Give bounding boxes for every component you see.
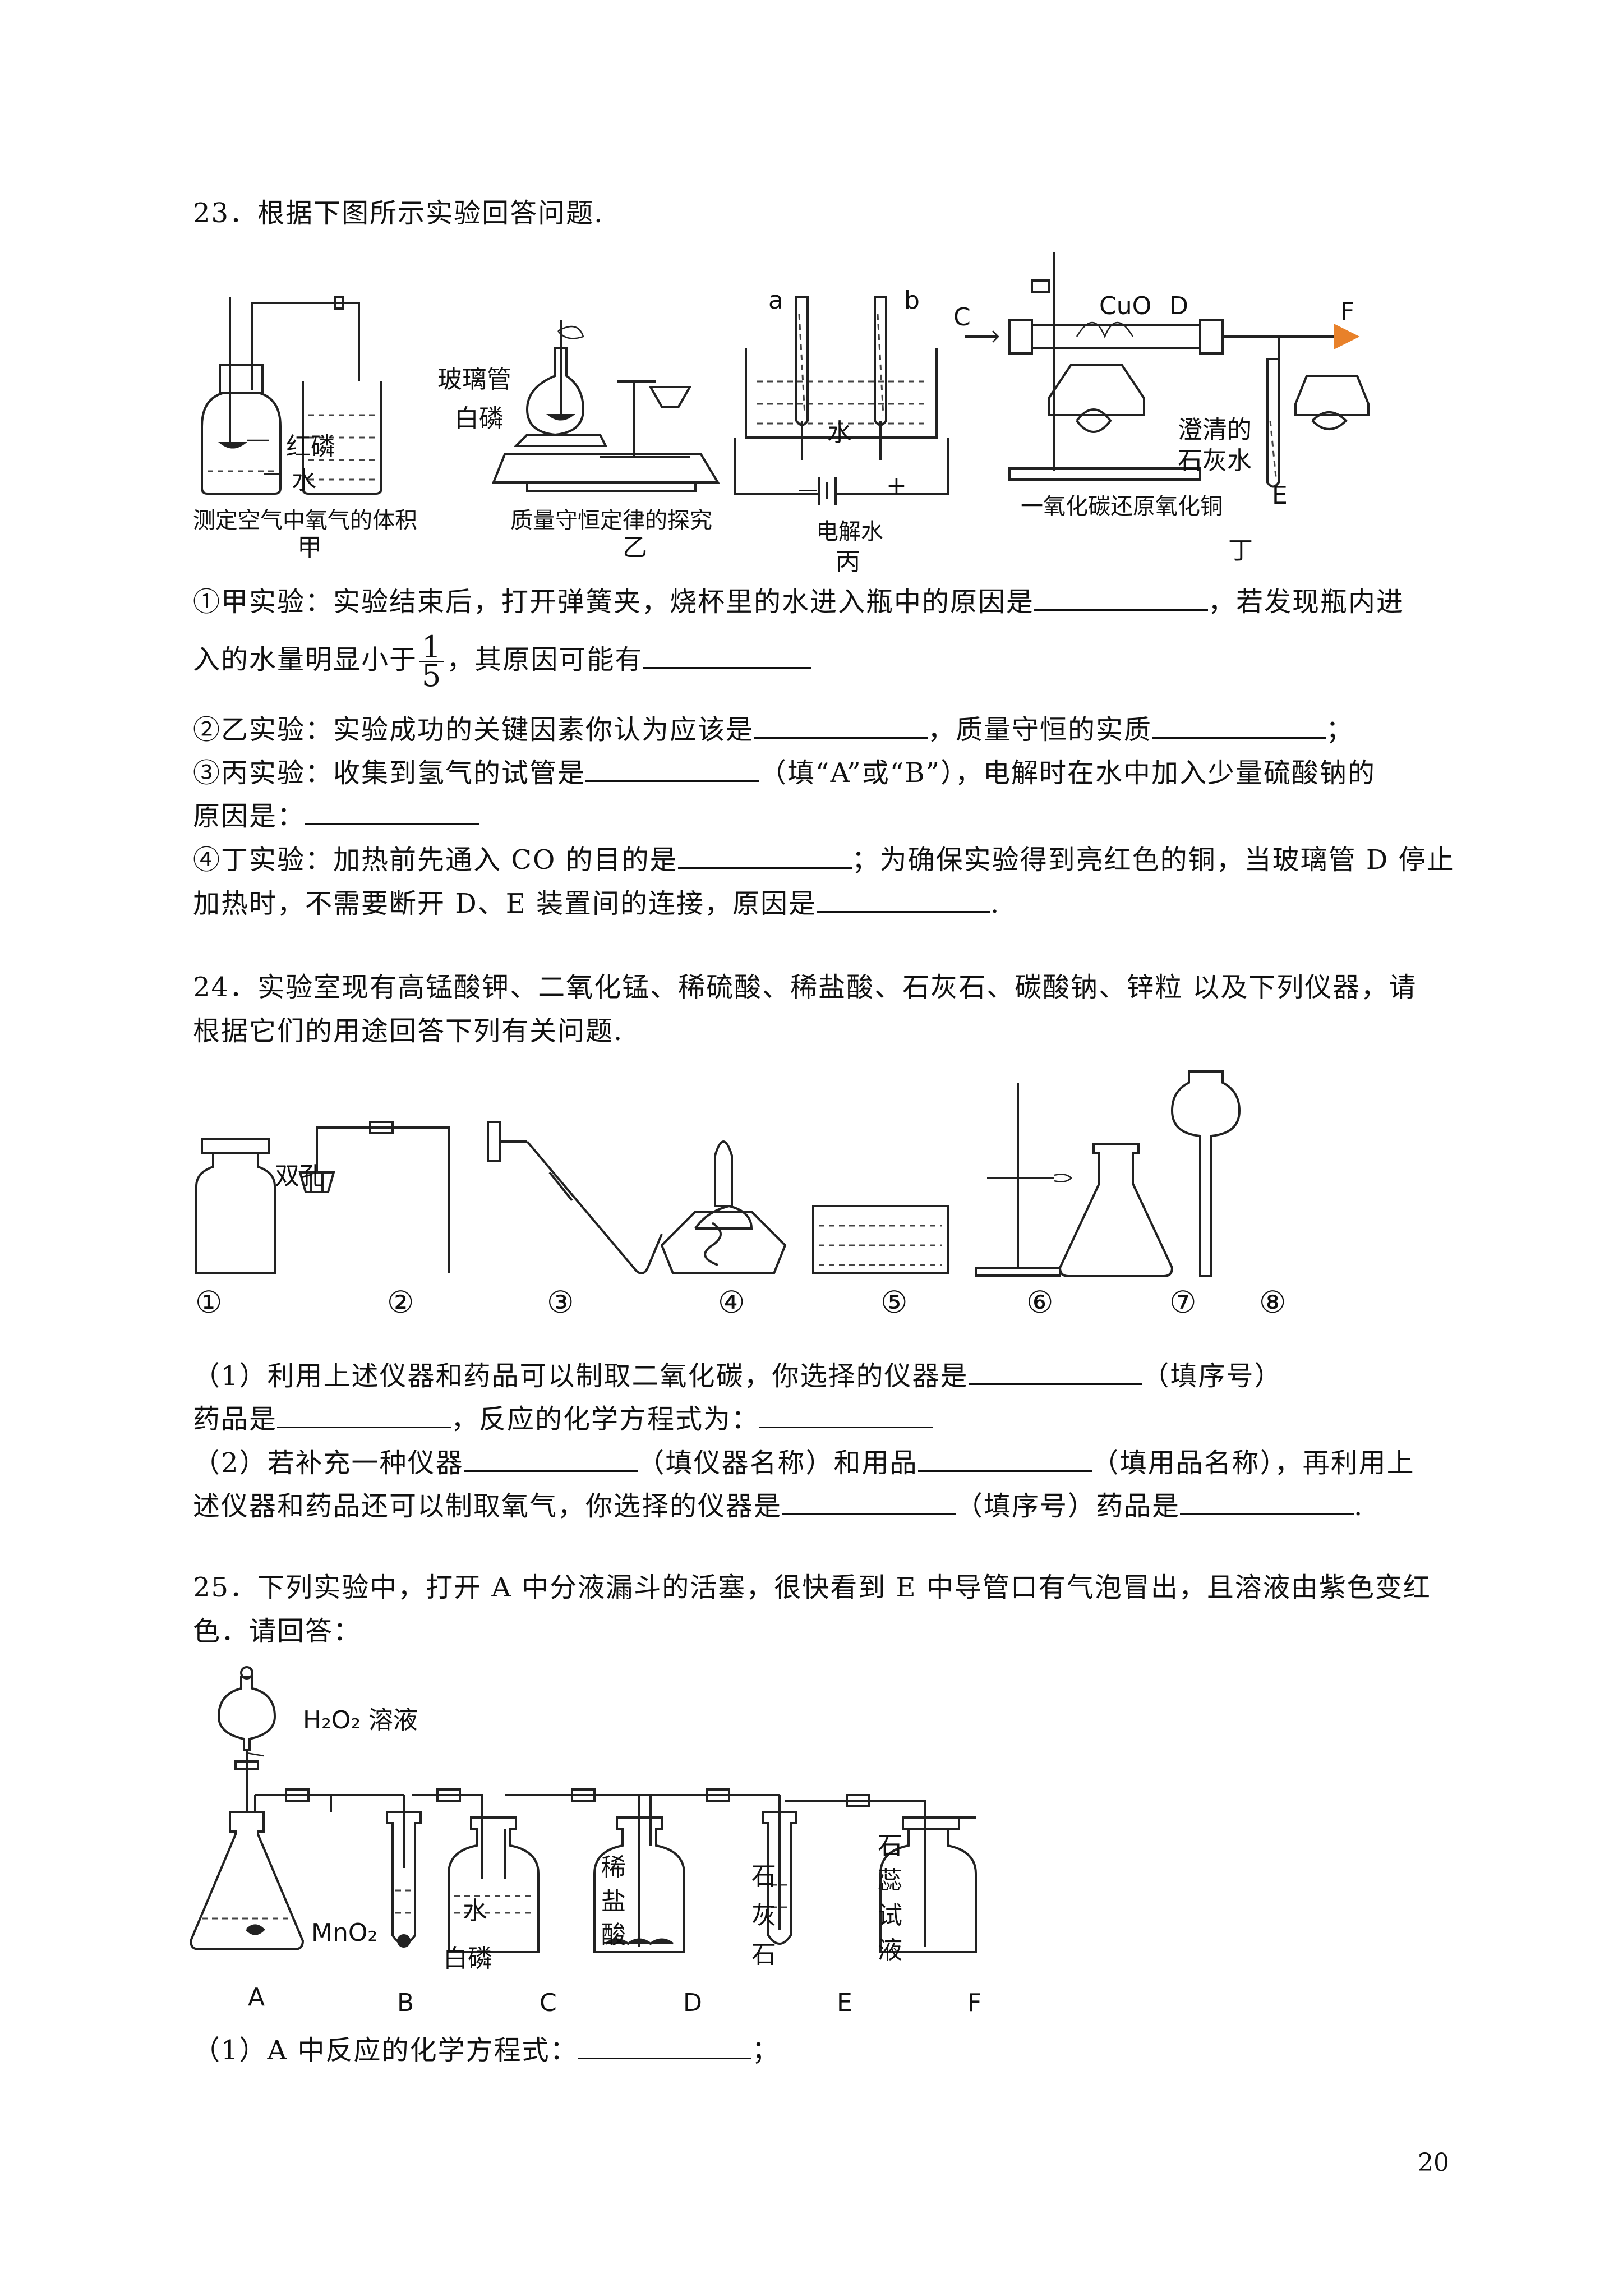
answer-blank[interactable] bbox=[677, 841, 852, 869]
q24-part1-line2: 药品是，反应的化学方程式为： bbox=[193, 1401, 934, 1436]
label-water-bing: 水 bbox=[827, 418, 852, 447]
answer-blank[interactable] bbox=[578, 2032, 752, 2059]
label-C: C bbox=[540, 1989, 557, 2017]
answer-blank[interactable] bbox=[305, 798, 479, 825]
label-limewater-1: 澄清的 bbox=[1178, 416, 1252, 444]
label-D: D bbox=[683, 1989, 702, 2017]
name-jia: 甲 bbox=[297, 533, 322, 562]
label-limestone: 石灰石 bbox=[751, 1862, 776, 1969]
label-cuo: CuO bbox=[1099, 292, 1152, 320]
q23-item4-line2: 加热时，不需要断开 D、E 装置间的连接，原因是. bbox=[193, 885, 1000, 921]
label-water-jia: 水 bbox=[292, 466, 316, 495]
label-h2o2-solution: H₂O₂ 溶液 bbox=[303, 1706, 418, 1734]
label-mno2: MnO₂ bbox=[311, 1918, 378, 1947]
answer-blank[interactable] bbox=[759, 1401, 934, 1428]
fig-jia-apparatus bbox=[201, 296, 382, 495]
number-6: ⑥ bbox=[1026, 1285, 1054, 1320]
answer-blank[interactable] bbox=[1034, 583, 1209, 611]
q25-title-line1: 25．下列实验中，打开 A 中分液漏斗的活塞，很快看到 E 中导管口有气泡冒出，… bbox=[193, 1572, 1431, 1603]
q23-item4-line1: ④丁实验：加热前先通入 CO 的目的是；为确保实验得到亮红色的铜，当玻璃管 D … bbox=[193, 841, 1455, 877]
label-limewater-2: 石灰水 bbox=[1178, 447, 1252, 475]
answer-blank[interactable] bbox=[968, 1358, 1142, 1385]
label-double-hole: 双孔 bbox=[275, 1162, 324, 1190]
answer-blank[interactable] bbox=[643, 641, 811, 669]
answer-blank[interactable] bbox=[917, 1444, 1092, 1472]
q23-item3-line2: 原因是： bbox=[193, 798, 479, 833]
name-yi: 乙 bbox=[623, 533, 647, 562]
label-dilute-hcl: 稀盐酸 bbox=[601, 1853, 626, 1949]
fig-q24-instruments bbox=[195, 1070, 1241, 1277]
number-5: ⑤ bbox=[880, 1285, 908, 1320]
label-red-phosphorus: 红磷 bbox=[286, 432, 335, 461]
q23-item3-line1: ③丙实验：收集到氢气的试管是（填“A”或“B”），电解时在水中加入少量硫酸钠的 bbox=[193, 754, 1376, 790]
fig-yi-apparatus bbox=[492, 320, 720, 492]
page-number: 20 bbox=[1418, 2148, 1449, 2177]
label-litmus-solution: 石蕊试液 bbox=[878, 1832, 902, 1964]
q24-part2-line1: （2）若补充一种仪器（填仪器名称）和用品（填用品名称），再利用上 bbox=[193, 1444, 1415, 1480]
caption-jia: 测定空气中氧气的体积 bbox=[193, 508, 417, 533]
q25-part1: （1）A 中反应的化学方程式：； bbox=[193, 2032, 780, 2067]
fig-ding-apparatus bbox=[965, 252, 1370, 488]
q23-item1-line1: ①甲实验：实验结束后，打开弹簧夹，烧杯里的水进入瓶中的原因是，若发现瓶内进 bbox=[193, 583, 1404, 619]
number-7: ⑦ bbox=[1169, 1285, 1197, 1320]
q23-title: 23．根据下图所示实验回答问题. bbox=[193, 197, 604, 229]
label-tube-b: b bbox=[904, 286, 920, 315]
q23-item2: ②乙实验：实验成功的关键因素你认为应该是，质量守恒的实质； bbox=[193, 711, 1354, 747]
label-E: E bbox=[837, 1989, 852, 2017]
q25-title-line2: 色．请回答： bbox=[193, 1616, 362, 1647]
label-water-b: 水 bbox=[463, 1897, 487, 1925]
label-white-phosphorus-yi: 白磷 bbox=[454, 404, 504, 433]
answer-blank[interactable] bbox=[1180, 1488, 1354, 1515]
q24-title-line1: 24．实验室现有高锰酸钾、二氧化锰、稀硫酸、稀盐酸、石灰石、碳酸钠、锌粒 以及下… bbox=[193, 972, 1417, 1003]
answer-blank[interactable] bbox=[754, 711, 928, 739]
label-glass-tube: 玻璃管 bbox=[437, 365, 511, 394]
label-minus: － bbox=[795, 477, 820, 506]
caption-bing: 电解水 bbox=[816, 519, 883, 545]
number-2: ② bbox=[387, 1285, 414, 1320]
number-3: ③ bbox=[547, 1285, 574, 1320]
answer-blank[interactable] bbox=[1152, 711, 1326, 739]
name-ding: 丁 bbox=[1228, 536, 1253, 565]
label-B: B bbox=[397, 1989, 414, 2017]
q24-part2-line2: 述仪器和药品还可以制取氧气，你选择的仪器是（填序号）药品是. bbox=[193, 1488, 1363, 1523]
number-1: ① bbox=[195, 1285, 223, 1320]
q24-part1-line1: （1）利用上述仪器和药品可以制取二氧化碳，你选择的仪器是（填序号） bbox=[193, 1358, 1283, 1393]
answer-blank[interactable] bbox=[463, 1444, 638, 1472]
caption-ding: 一氧化碳还原氧化铜 bbox=[1021, 494, 1223, 519]
fig-bing-apparatus bbox=[734, 296, 949, 505]
label-plus: + bbox=[886, 471, 907, 500]
answer-blank[interactable] bbox=[585, 754, 760, 782]
label-F: F bbox=[967, 1989, 982, 2017]
number-8: ⑧ bbox=[1259, 1285, 1287, 1320]
label-A: A bbox=[248, 1983, 265, 2012]
label-tube-d: D bbox=[1169, 292, 1188, 320]
number-4: ④ bbox=[718, 1285, 745, 1320]
caption-yi: 质量守恒定律的探究 bbox=[510, 508, 712, 533]
label-f: F bbox=[1340, 297, 1355, 326]
answer-blank[interactable] bbox=[817, 885, 991, 913]
label-e: E bbox=[1272, 481, 1288, 510]
name-bing: 丙 bbox=[836, 547, 860, 576]
label-white-phosphorus-b: 白磷 bbox=[443, 1944, 492, 1973]
q24-title-line2: 根据它们的用途回答下列有关问题. bbox=[193, 1015, 624, 1047]
answer-blank[interactable] bbox=[782, 1488, 956, 1515]
label-c-inlet: C bbox=[953, 303, 971, 332]
label-tube-a: a bbox=[768, 286, 783, 315]
answer-blank[interactable] bbox=[277, 1401, 451, 1428]
fig-q25-apparatus bbox=[189, 1666, 977, 1953]
